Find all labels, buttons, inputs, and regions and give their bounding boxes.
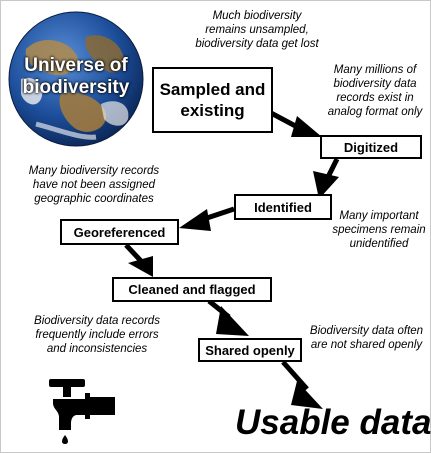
globe-label-line2: biodiversity [22,77,130,98]
note-not-shared: Biodiversity data often are not shared o… [309,325,424,351]
water-tap-icon [49,379,115,444]
step-sampled-line1: Sampled and [159,80,266,99]
step-digitized: Digitized [320,135,422,159]
note-georeference: Many biodiversity records have not been … [28,165,160,205]
globe-image: Universe of biodiversity [6,9,146,149]
usable-data-text: Usable data [235,401,431,445]
note-unsampled: Much biodiversity remains unsampled, bio… [195,10,319,50]
arrowhead-cleaned-to-shared [216,306,249,336]
arrowhead-identified-to-georeferenced [179,209,211,231]
step-cleaned-flagged: Cleaned and flagged [112,277,272,302]
step-cleaned-label: Cleaned and flagged [128,282,256,297]
step-sampled-existing: Sampled and existing [152,67,273,133]
globe-label: Universe of biodiversity [6,55,146,99]
step-identified: Identified [234,194,332,220]
globe-label-line1: Universe of [24,55,128,76]
step-digitized-label: Digitized [343,139,399,155]
step-georeferenced-label: Georeferenced [73,224,166,240]
step-sampled-line2: existing [180,101,245,120]
note-unidentified: Many important specimens remain unidenti… [332,210,426,250]
arrowhead-sampled-to-digitized [291,116,322,137]
usable-data-label: Usable data [235,403,431,442]
arrow-georeferenced-to-cleaned [124,243,143,263]
earth-globe-icon [8,11,144,147]
arrowhead-georeferenced-to-cleaned [128,256,153,277]
note-analog: Many millions of biodiversity data recor… [327,64,423,118]
arrow-shared-to-usable [281,360,309,391]
arrowhead-shared-to-usable [291,381,323,409]
step-identified-label: Identified [254,199,312,215]
arrowhead-digitized-to-identified [313,171,339,199]
step-shared-label: Shared openly [205,342,295,358]
step-shared-openly: Shared openly [198,338,302,362]
note-errors: Biodiversity data records frequently inc… [34,315,160,355]
step-georeferenced: Georeferenced [60,219,179,245]
